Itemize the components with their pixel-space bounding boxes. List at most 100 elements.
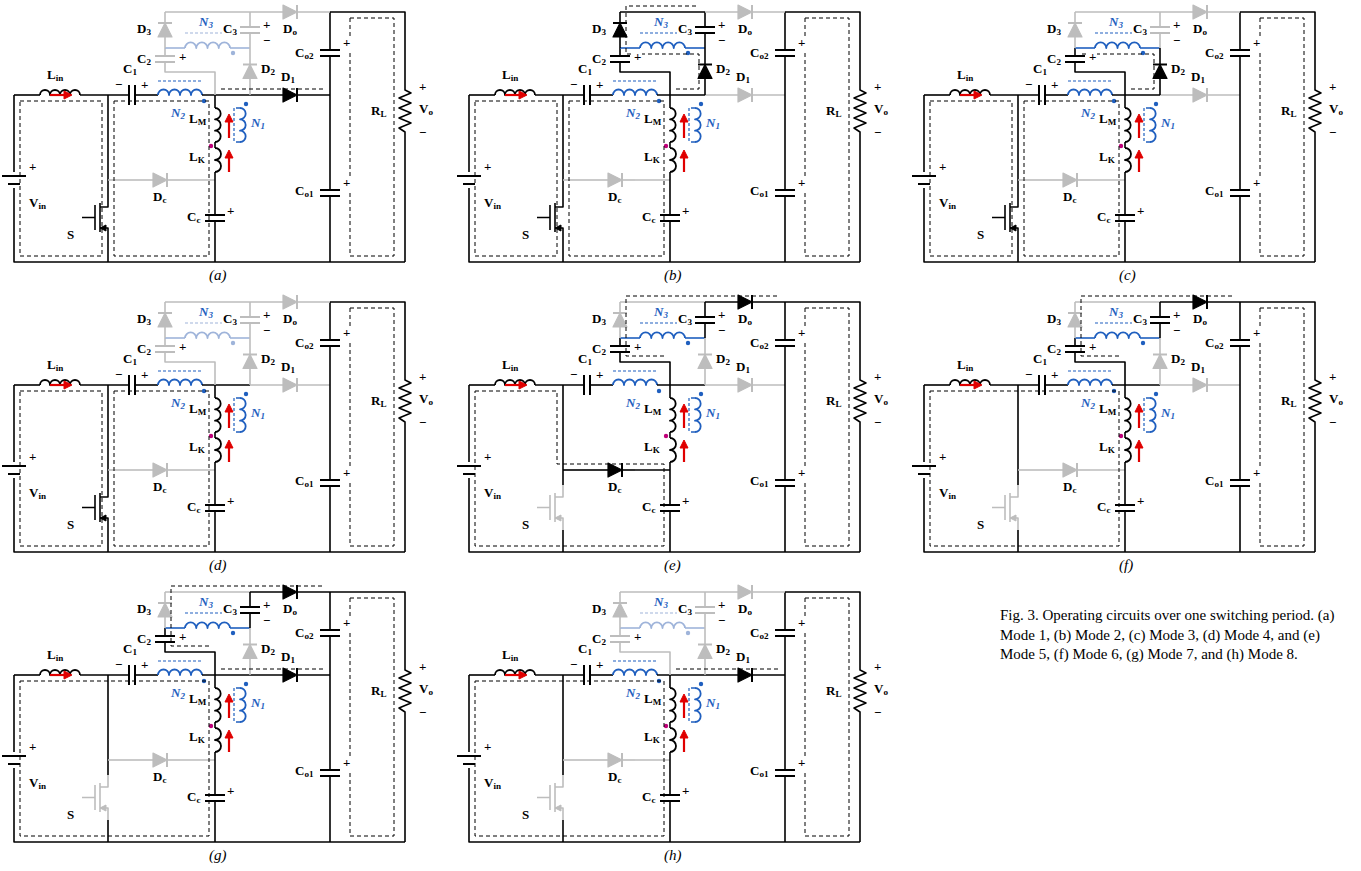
capacitor-symbol (775, 190, 795, 196)
symbol-letter: D (736, 359, 745, 374)
symbol-subscript: c (1072, 485, 1076, 495)
symbol-subscript: L (380, 399, 386, 409)
wire (1207, 384, 1240, 386)
symbol-subscript: o (747, 317, 752, 327)
symbol-subscript: in (493, 491, 501, 501)
wire (135, 674, 158, 676)
wire (1017, 240, 1019, 262)
symbol-subscript: M (653, 407, 662, 417)
wire (80, 384, 129, 386)
symbol-subscript: 1 (1042, 357, 1047, 367)
polarity-sign: + (140, 658, 149, 672)
wire (469, 94, 495, 96)
symbol-letter: N (1109, 14, 1118, 29)
symbol-subscript: o (883, 397, 888, 407)
capacitor-symbol (320, 630, 340, 636)
symbol-letter: D (716, 351, 725, 366)
symbol-subscript: M (1108, 117, 1117, 127)
component-label: Vin (28, 776, 47, 792)
diode-bar (1068, 22, 1082, 24)
wire (620, 47, 640, 49)
wire (635, 469, 670, 471)
wire (135, 384, 158, 386)
component-label: S (66, 808, 75, 822)
component-label: C2 (1046, 342, 1062, 358)
symbol-subscript: 1 (1170, 411, 1175, 421)
symbol-letter: C (578, 641, 587, 656)
wire (1074, 338, 1076, 346)
polarity-sign: + (1088, 50, 1097, 64)
wire (563, 469, 595, 471)
symbol-subscript: in (493, 201, 501, 211)
symbol-letter: V (1329, 101, 1338, 116)
current-arrow (1138, 410, 1140, 428)
mosfet-symbol (537, 485, 563, 530)
wire (164, 592, 166, 603)
component-label: Cc (1096, 500, 1111, 516)
wire (704, 79, 706, 96)
capacitor-symbol (695, 607, 715, 613)
symbol-subscript: c (196, 795, 200, 805)
capacitor-symbol (584, 375, 590, 395)
component-label: Vin (938, 486, 957, 502)
inductor-symbol (215, 438, 221, 462)
diode-bar (1206, 295, 1208, 309)
wire (329, 302, 331, 340)
component-label: Do (1192, 22, 1208, 38)
diode-symbol (158, 23, 172, 37)
wire (784, 636, 786, 770)
inductor-symbol (215, 728, 221, 752)
wire (165, 642, 215, 675)
symbol-subscript: 2 (725, 357, 730, 367)
capacitor-symbol (1039, 85, 1045, 105)
wire (249, 302, 251, 317)
diode-bar (296, 5, 298, 19)
wire (13, 385, 15, 462)
component-label: Lin (46, 648, 64, 664)
symbol-letter: L (189, 691, 198, 706)
diode-symbol (608, 173, 622, 187)
polarity-dot (244, 682, 248, 686)
diode-symbol (243, 645, 257, 659)
current-arrowhead (519, 671, 527, 679)
component-label: D1 (735, 70, 751, 86)
symbol-letter: C (678, 601, 687, 616)
symbol-letter: C (642, 789, 651, 804)
capacitor-symbol (320, 50, 340, 56)
component-label: Co2 (749, 336, 769, 352)
symbol-subscript: 3 (663, 600, 668, 610)
component-label: S (66, 228, 75, 242)
polarity-sign: + (178, 340, 187, 354)
wire (250, 94, 283, 96)
wire (859, 135, 861, 262)
wire (297, 94, 330, 96)
component-label: Cc (186, 500, 201, 516)
polarity-sign: + (1050, 78, 1059, 92)
wire (1159, 12, 1161, 27)
diode-bar (1206, 5, 1208, 19)
current-arrow (228, 700, 230, 718)
symbol-letter: N (626, 105, 635, 120)
coupled-winding (613, 90, 657, 96)
wire (923, 95, 925, 172)
wire (669, 722, 671, 728)
wire (1075, 11, 1160, 13)
component-label: Cc (186, 790, 201, 806)
current-arrowhead (225, 150, 233, 158)
diode-symbol (1193, 88, 1207, 102)
symbol-letter: L (1099, 439, 1108, 454)
coupled-winding (185, 622, 230, 628)
component-label: N2 (625, 686, 641, 702)
symbol-subscript: o1 (304, 189, 313, 199)
component-label: Do (282, 312, 298, 328)
component-label: Vo (418, 102, 434, 118)
symbol-subscript: o2 (304, 341, 313, 351)
symbol-subscript: 2 (270, 357, 275, 367)
wire (620, 591, 705, 593)
mode-circuit (912, 295, 1321, 552)
wire (135, 94, 158, 96)
wire (214, 385, 216, 398)
symbol-letter: L (189, 729, 198, 744)
symbol-letter: V (874, 681, 883, 696)
symbol-subscript: in (948, 491, 956, 501)
